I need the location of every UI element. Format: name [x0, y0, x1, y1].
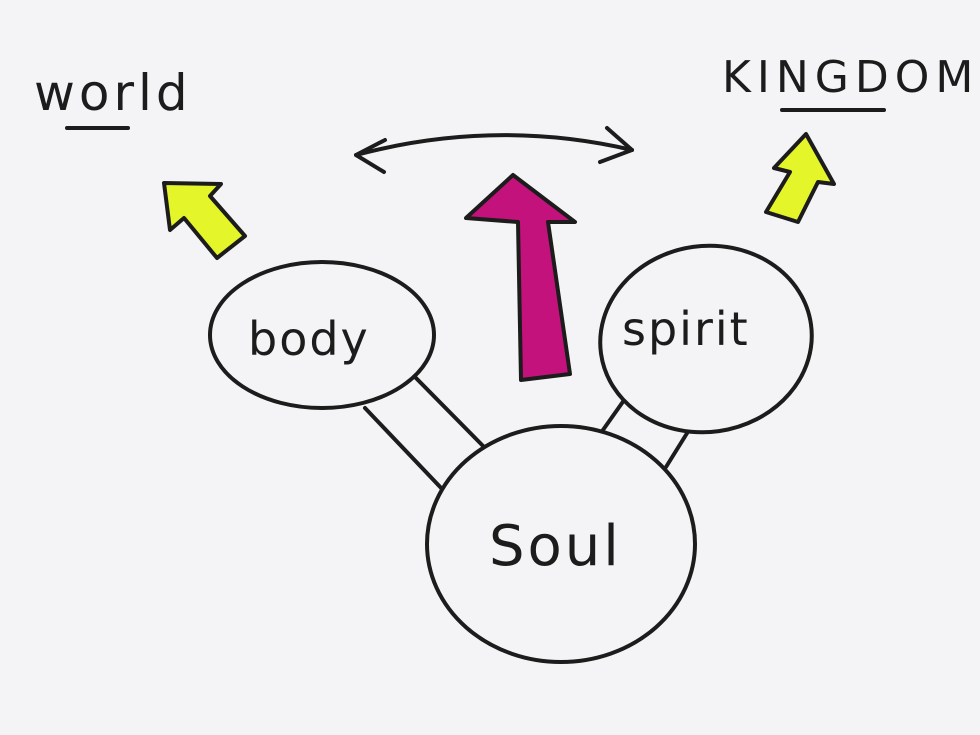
spirit-label: spirit — [622, 302, 750, 356]
up-arrow-icon — [464, 173, 577, 382]
spirit-bubble — [598, 243, 814, 435]
up-left-arrow-icon — [162, 181, 247, 260]
kingdom-label: KINGDOM — [722, 52, 979, 103]
soul-label: Soul — [489, 514, 622, 579]
body-label: body — [248, 312, 370, 366]
double-headed-arrow-icon — [354, 126, 634, 174]
body-soul-connector — [363, 374, 491, 493]
world-label: world — [34, 64, 192, 122]
soul-bubble — [425, 424, 697, 664]
body-bubble — [208, 260, 436, 410]
up-right-arrow-icon — [764, 132, 836, 224]
